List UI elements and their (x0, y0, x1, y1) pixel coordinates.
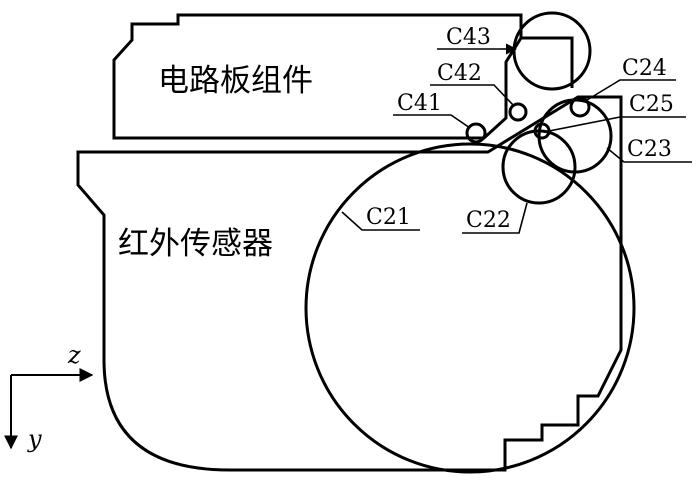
circle-c41 (465, 122, 487, 144)
label-c21: C21 (366, 205, 411, 230)
label-c22: C22 (466, 208, 511, 233)
label-circuit-board: 电路板组件 (158, 63, 313, 99)
label-c42: C42 (437, 61, 482, 86)
c43-square-mark (521, 36, 574, 88)
leader-c22 (462, 202, 528, 234)
label-c25: C25 (629, 92, 674, 117)
leader-c24 (586, 79, 676, 101)
z-axis-label: z (67, 341, 81, 369)
leader-c42 (430, 84, 515, 107)
circle-c43 (512, 11, 592, 91)
circle-c21 (304, 142, 636, 474)
leader-c41 (393, 114, 471, 129)
label-c41: C41 (397, 91, 442, 116)
label-c24: C24 (622, 56, 667, 81)
circuit-board-outline (112, 13, 523, 140)
leader-c23 (606, 147, 692, 163)
circle-c24 (569, 96, 591, 118)
leader-c25 (548, 116, 686, 132)
label-c23: C23 (627, 137, 672, 162)
circle-c42 (508, 102, 528, 122)
ir-sensor-outline (76, 95, 623, 472)
y-axis-label: y (27, 425, 42, 453)
leader-c21 (341, 211, 420, 231)
label-c43: C43 (446, 25, 491, 50)
label-ir-sensor: 红外传感器 (118, 226, 273, 262)
